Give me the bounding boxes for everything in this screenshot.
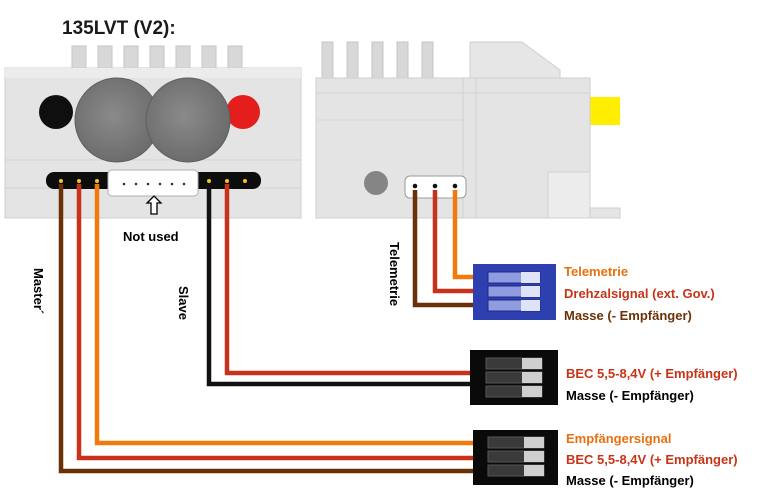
- master-wire-red: [76, 184, 478, 461]
- slave-wire-black: [206, 184, 470, 387]
- diagram-title: 135LVT (V2):: [62, 18, 176, 39]
- not-used-label: Not used: [123, 229, 179, 244]
- telemetry-line-1: Telemetrie: [564, 264, 628, 279]
- telemetry-wire-red: [432, 190, 478, 294]
- wire-harness: [58, 184, 478, 474]
- controller-side-view: [315, 41, 621, 219]
- slave-plug: [470, 350, 558, 405]
- side-button: [364, 171, 388, 195]
- slave-wire-red: [224, 184, 470, 376]
- master-line-3: Masse (- Empfänger): [566, 473, 694, 488]
- telemetry-plug: [473, 264, 556, 320]
- yellow-tab: [590, 97, 620, 125]
- black-lead: [39, 95, 73, 129]
- master-label: Master´: [31, 268, 46, 314]
- master-plug: [473, 430, 558, 485]
- master-wire-brown: [58, 184, 478, 474]
- telemetry-line-3: Masse (- Empfänger): [564, 308, 692, 323]
- red-lead: [226, 95, 260, 129]
- slave-label: Slave: [176, 286, 191, 320]
- capacitor-right: [145, 77, 231, 163]
- unused-socket: [107, 169, 199, 197]
- telemetry-wire-orange: [452, 190, 478, 280]
- master-line-2: BEC 5,5-8,4V (+ Empfänger): [566, 452, 738, 467]
- controller-front-view: [4, 45, 302, 219]
- up-arrow-icon: [145, 195, 163, 215]
- slave-line-1: BEC 5,5-8,4V (+ Empfänger): [566, 366, 738, 381]
- master-line-1: Empfängersignal: [566, 431, 671, 446]
- master-wire-orange: [94, 184, 478, 446]
- telemetry-wire-brown: [412, 190, 478, 308]
- telemetrie-vertical-label: Telemetrie: [387, 242, 402, 306]
- slave-line-2: Masse (- Empfänger): [566, 388, 694, 403]
- telemetry-line-2: Drehzalsignal (ext. Gov.): [564, 286, 715, 301]
